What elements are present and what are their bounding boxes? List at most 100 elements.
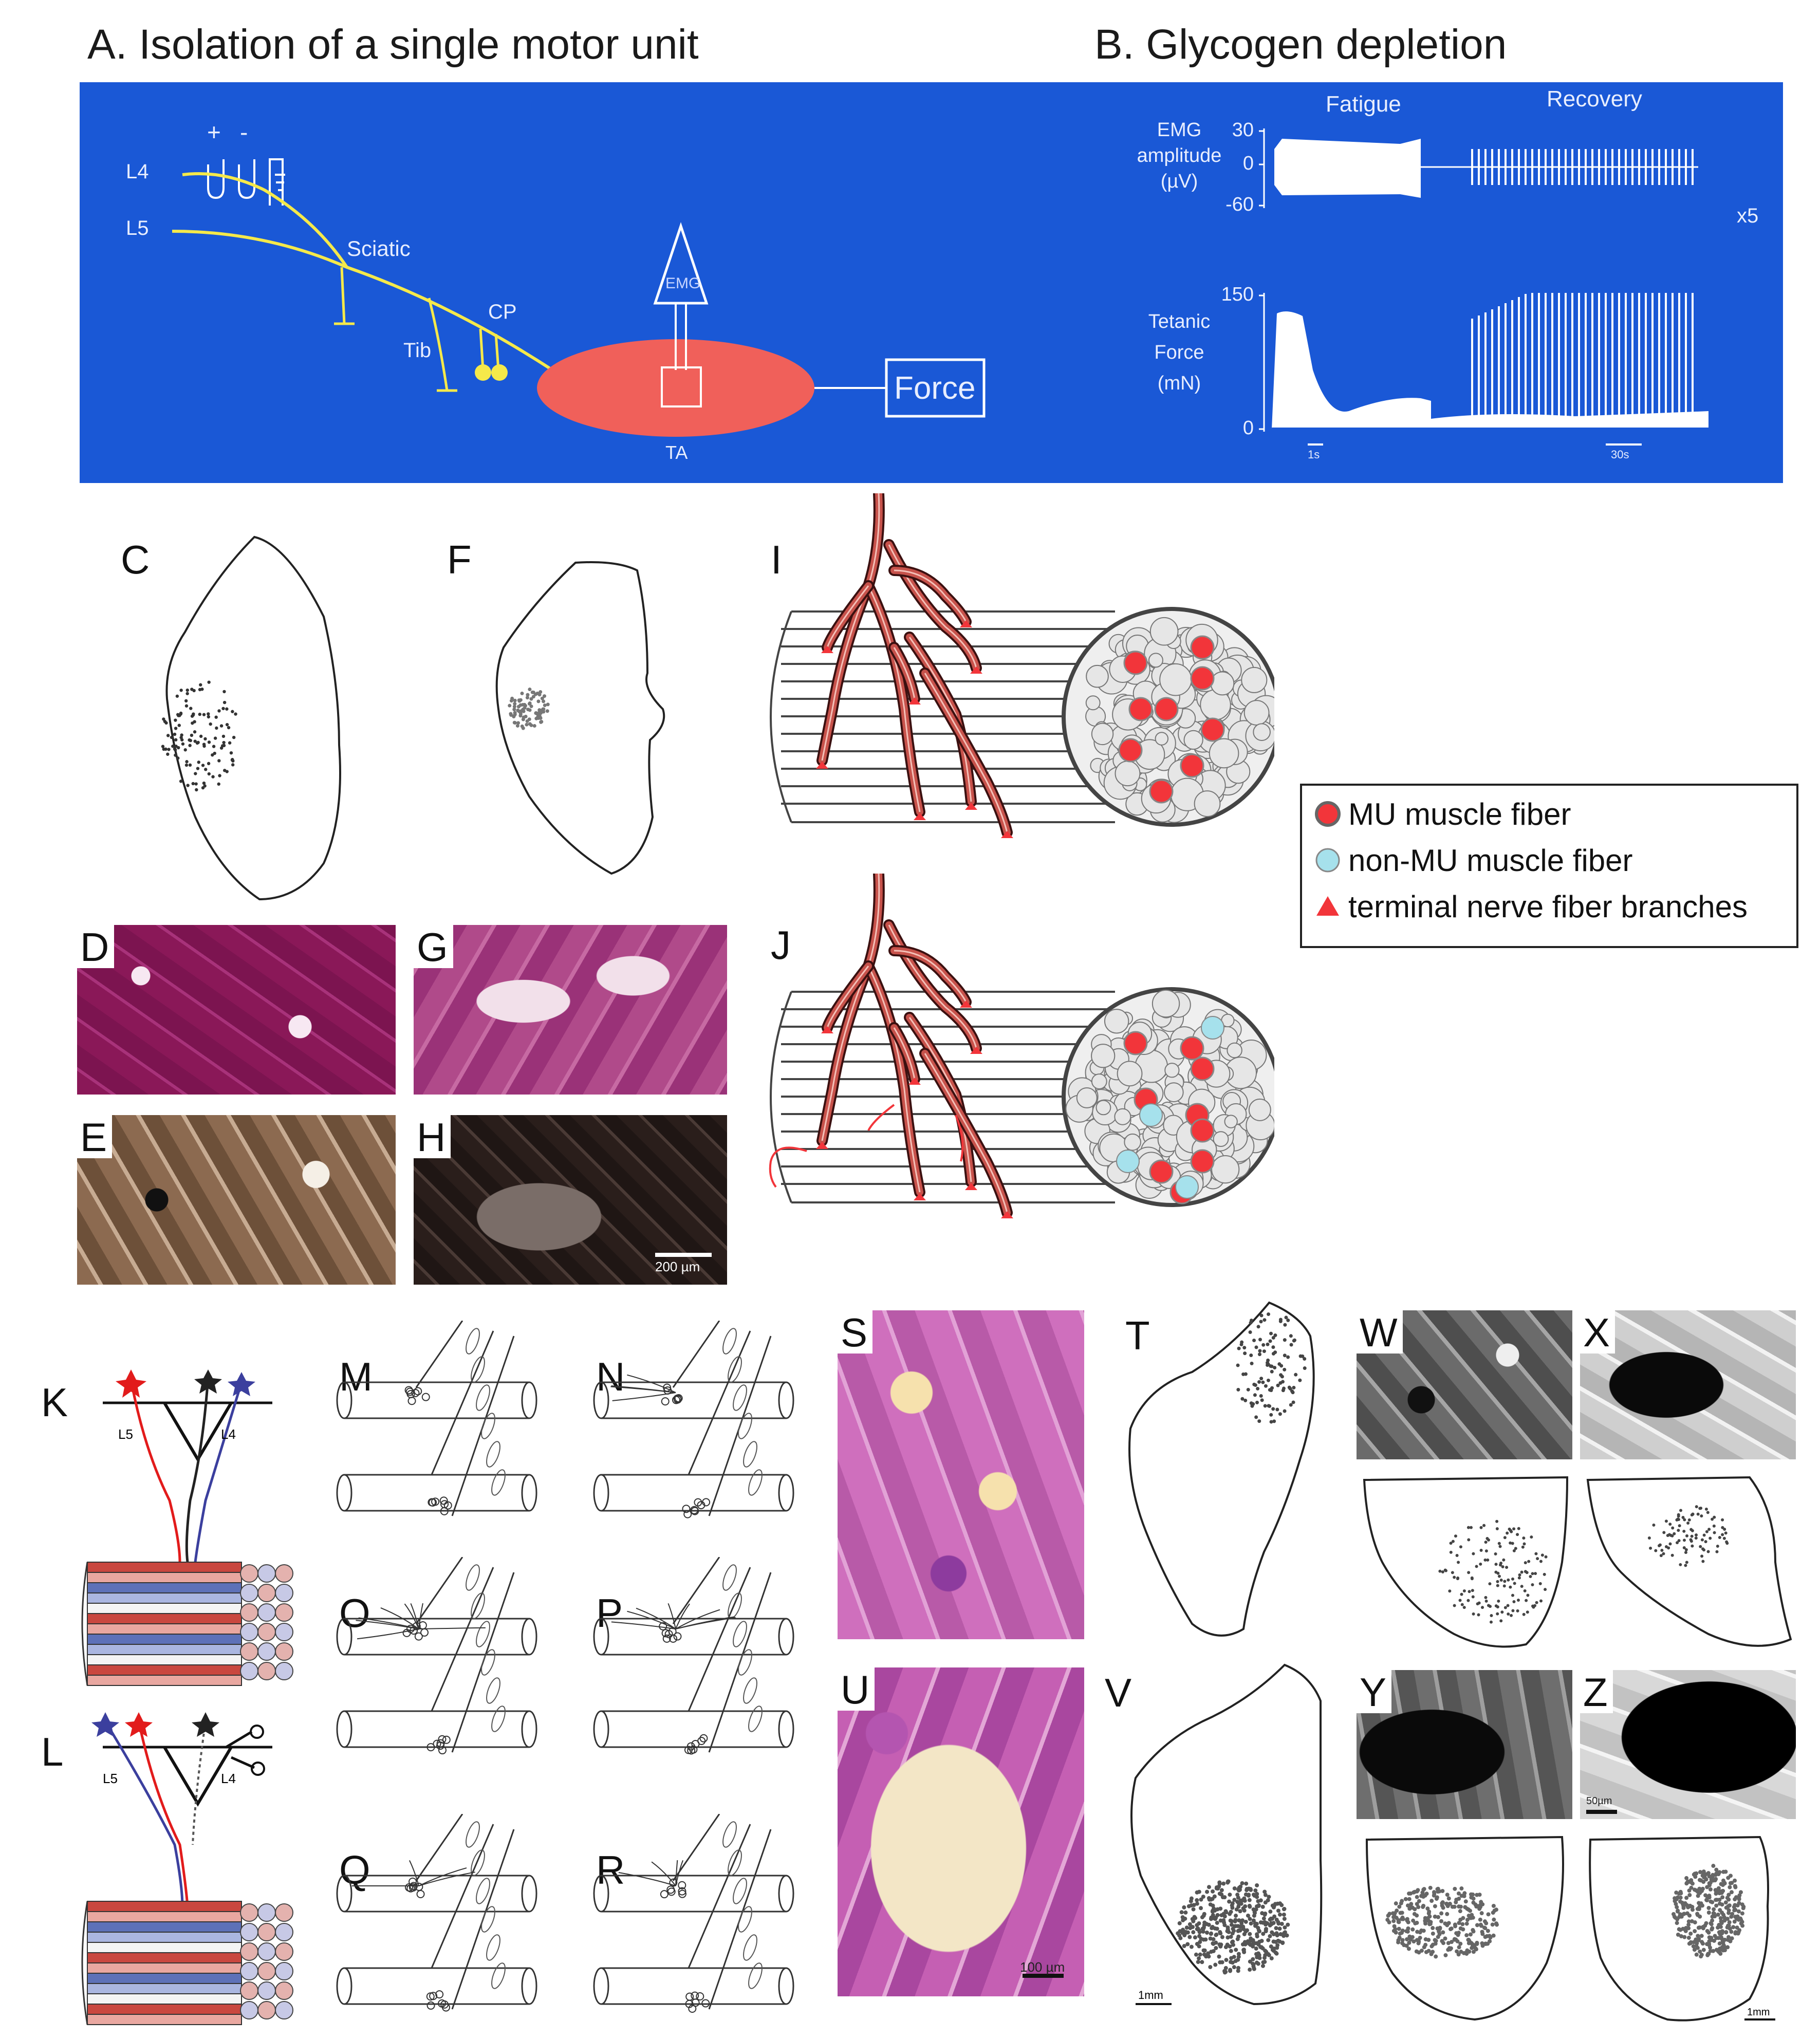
muscle-bundle-l [81, 1901, 293, 2025]
legend-row-branches: terminal nerve fiber branches [1312, 883, 1786, 930]
label-minus: - [240, 119, 248, 145]
mu-fiber-dots-t [1236, 1312, 1307, 1424]
nmj-drawing-o [336, 1557, 537, 1755]
mu-fiber-dots-f [508, 688, 550, 730]
histology-image-x [1580, 1310, 1796, 1459]
panel-label-y: Y [1357, 1670, 1392, 1713]
emg-tick-30: 30 [1232, 119, 1254, 141]
emg-ylabel-2: amplitude [1137, 145, 1222, 166]
muscle-cross-section-c [161, 535, 341, 901]
l-label-l5: L5 [103, 1771, 118, 1786]
ground-icon [269, 158, 285, 206]
ta-muscle [537, 339, 814, 437]
mu-fiber-icon [1315, 801, 1341, 827]
panel-label-e: E [77, 1115, 113, 1158]
panel-label-i: I [771, 537, 782, 582]
tib-nerve [428, 298, 457, 392]
force-tick-0: 0 [1242, 417, 1254, 439]
motoneuron-red-icon-l [125, 1712, 153, 1737]
label-l4: L4 [126, 160, 149, 183]
emg-amplifier-icon [653, 222, 709, 305]
emg-ylabel-3: (µV) [1160, 171, 1198, 192]
reinnervation-schematic-k: L5 L4 [81, 1369, 293, 1686]
force-recovery-trace [1471, 293, 1694, 421]
scalebar-u [1023, 1974, 1064, 1978]
emg-fatigue-trace [1274, 139, 1421, 198]
cp-ganglion-2 [491, 364, 508, 381]
panel-label-j: J [771, 922, 791, 968]
panel-label-m: M [339, 1354, 373, 1399]
panel-label-z: Z [1580, 1670, 1613, 1713]
electrode-plus-icon [207, 159, 225, 199]
motoneuron-black-icon-l [192, 1712, 219, 1737]
scalebar-z [1586, 1810, 1617, 1814]
scalebar-v-label: 1mm [1138, 1989, 1163, 2001]
emg-tick-neg60: -60 [1225, 194, 1254, 215]
legend-branches-label: terminal nerve fiber branches [1348, 889, 1748, 924]
panel-label-v: V [1105, 1670, 1132, 1715]
nmj-drawing-q [336, 1814, 537, 2012]
panel-label-f: F [447, 537, 472, 582]
emg-tick-0: 0 [1242, 153, 1254, 174]
nmj-drawing-n [593, 1321, 794, 1518]
panel-label-u: U [838, 1667, 875, 1711]
reinnervation-schematic-l: L5 L4 [81, 1712, 293, 2025]
scalebar-u-label: 100 µm [1020, 1959, 1065, 1975]
label-emg: EMG [665, 275, 701, 292]
branch-1 [334, 267, 355, 325]
panel-label-g: G [414, 925, 453, 968]
histology-image-g [414, 925, 727, 1095]
emg-force-traces [1259, 128, 1708, 446]
legend-non-mu-label: non-MU muscle fiber [1348, 843, 1633, 878]
muscle-outline-y [1365, 1836, 1564, 2021]
mu-fiber-dots-c [161, 680, 237, 792]
force-ylabel-2: Force [1154, 342, 1204, 363]
muscle-outline-x [1586, 1476, 1792, 1647]
scalebar-z-outline-label: 1mm [1747, 2007, 1770, 2018]
scale-30s: 30s [1611, 448, 1629, 461]
muscle-cross-section-f [495, 561, 665, 875]
muscle-cross-section-v: 1mm [1130, 1663, 1323, 2006]
label-recovery: Recovery [1547, 86, 1642, 112]
label-x5: x5 [1737, 205, 1759, 227]
scalebar-h-label: 200 µm [655, 1259, 700, 1274]
motoneuron-red-icon [116, 1369, 146, 1398]
histology-image-s [838, 1310, 1084, 1639]
legend: MU muscle fiber non-MU muscle fiber term… [1300, 784, 1798, 948]
panel-label-o: O [339, 1590, 370, 1636]
muscle-bundle-k [81, 1562, 293, 1686]
panel-b-glycogen-depletion: Fatigue Recovery EMG amplitude (µV) 30 0… [1082, 82, 1783, 483]
emg-ylabel-1: EMG [1157, 119, 1202, 141]
heading-panel-a: A. Isolation of a single motor unit [87, 21, 699, 68]
histology-image-y [1357, 1670, 1572, 1819]
panel-label-d: D [77, 925, 115, 968]
label-plus: + [207, 119, 221, 145]
legend-mu-label: MU muscle fiber [1348, 796, 1571, 831]
scalebar-h [655, 1253, 712, 1257]
label-ta: TA [665, 442, 688, 463]
nmj-drawing-p [593, 1557, 794, 1755]
histology-image-u: 100 µm [838, 1667, 1084, 1996]
panel-label-w: W [1357, 1310, 1403, 1354]
motoneuron-blue-icon [228, 1372, 255, 1396]
force-fatigue-trace [1272, 311, 1708, 429]
terminal-branch-icon [1316, 896, 1339, 916]
emg-electrode-box [661, 366, 702, 407]
motoneuron-black-icon [194, 1369, 222, 1394]
cp-nerve [479, 328, 500, 370]
panel-a-diagram: L4 L5 + - Sciatic Tib CP EMG Force TA [80, 82, 1082, 483]
legend-row-mu: MU muscle fiber [1312, 791, 1786, 837]
panel-label-q: Q [339, 1847, 370, 1893]
label-force: Force [894, 370, 976, 406]
panel-label-l: L [41, 1729, 64, 1774]
label-sciatic: Sciatic [347, 236, 411, 261]
panel-label-h: H [414, 1115, 451, 1158]
heading-panel-b: B. Glycogen depletion [1094, 21, 1507, 68]
motoneuron-blue-icon-l [91, 1712, 119, 1737]
label-tib: Tib [403, 339, 432, 362]
histology-image-e [77, 1115, 396, 1285]
emg-recovery-trace [1471, 149, 1694, 185]
histology-image-z: 50µm [1580, 1670, 1796, 1819]
force-ylabel-1: Tetanic [1148, 311, 1211, 332]
panel-label-n: N [596, 1354, 625, 1399]
